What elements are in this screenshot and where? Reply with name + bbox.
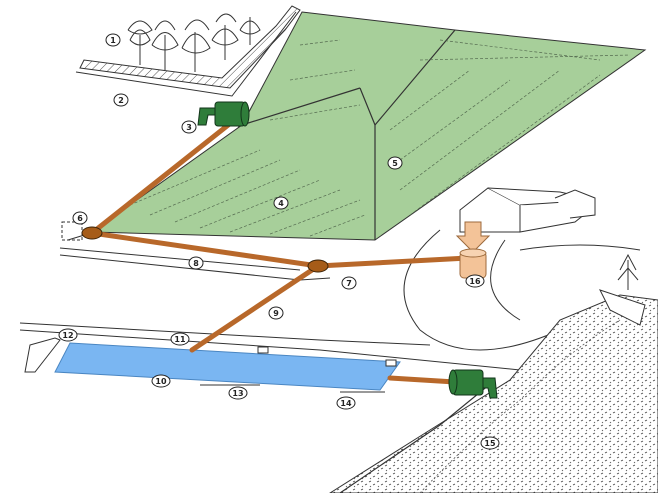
callout-label: 4	[278, 199, 284, 208]
callout-label: 7	[346, 279, 352, 288]
callout-1: 1	[105, 33, 121, 47]
pond	[54, 342, 401, 391]
callout-label: 11	[174, 335, 186, 344]
pipe-roof-drain	[89, 230, 321, 269]
callout-label: 5	[392, 159, 398, 168]
pond-features	[257, 346, 397, 367]
pipe-downspout	[89, 119, 235, 236]
inflow-arrow-icon	[455, 221, 491, 279]
callout-label: 10	[155, 377, 167, 386]
callout-11: 11	[170, 332, 190, 346]
callout-label: 14	[340, 399, 352, 408]
callout-label: 15	[484, 439, 496, 448]
callout-15: 15	[480, 436, 500, 450]
pipe-outlet	[387, 375, 458, 385]
callout-6: 6	[72, 211, 88, 225]
callout-16: 16	[465, 274, 485, 288]
roof	[90, 11, 647, 241]
callout-4: 4	[273, 196, 289, 210]
callout-5: 5	[387, 156, 403, 170]
junction-node-left	[81, 226, 103, 240]
pipe-building	[315, 255, 471, 269]
callout-label: 3	[186, 123, 192, 132]
pipe-to-pond	[189, 263, 321, 353]
callout-7: 7	[341, 276, 357, 290]
small-tree-icon	[617, 253, 639, 290]
downspout-drum-icon	[197, 101, 250, 127]
callout-label: 6	[77, 214, 83, 223]
pipe-network	[89, 119, 471, 385]
callout-14: 14	[336, 396, 356, 410]
tree-bed	[75, 5, 301, 97]
callout-label: 1	[110, 36, 116, 45]
callout-13: 13	[228, 386, 248, 400]
callout-3: 3	[181, 120, 197, 134]
callout-12: 12	[58, 328, 78, 342]
building	[459, 187, 596, 233]
callout-8: 8	[188, 256, 204, 270]
callout-label: 9	[273, 309, 279, 318]
callout-label: 16	[469, 277, 481, 286]
callout-label: 12	[62, 331, 73, 340]
callout-label: 2	[118, 96, 124, 105]
callout-2: 2	[113, 93, 129, 107]
callout-10: 10	[151, 374, 171, 388]
callout-9: 9	[268, 306, 284, 320]
outlet-drum-icon	[448, 369, 498, 399]
callout-label: 13	[232, 389, 243, 398]
callout-label: 8	[193, 259, 199, 268]
trees-icon	[127, 13, 261, 72]
junction-node-center	[307, 259, 329, 273]
